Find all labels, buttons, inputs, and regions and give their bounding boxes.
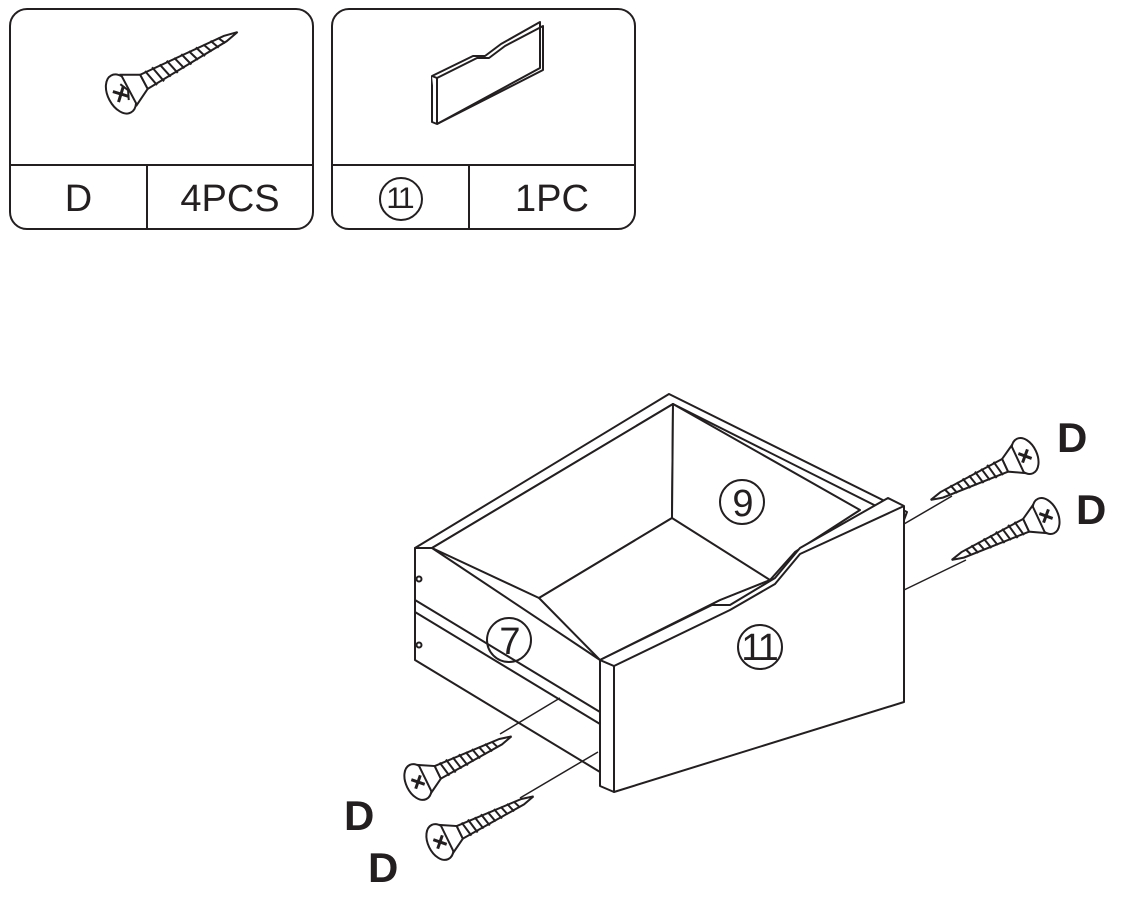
- front-panel-number: 11: [741, 627, 777, 669]
- screw-figure: [11, 10, 312, 166]
- screw-quantity: 4PCS: [180, 177, 280, 220]
- screw-left-lower-icon: [419, 777, 544, 866]
- panel-number-cell: 11: [333, 166, 470, 228]
- screw-code: D: [11, 166, 148, 228]
- side-panel-groove-lower: [414, 611, 601, 725]
- back-panel-number: 9: [732, 483, 752, 525]
- screw-icon: [104, 31, 239, 115]
- side-panel-groove: [414, 599, 601, 713]
- guide-line-left-upper: [499, 697, 561, 735]
- parts-card-panel: 11 1PC: [331, 8, 636, 230]
- guide-line-right-lower: [903, 559, 967, 591]
- side-panel-number-circle: [486, 617, 532, 663]
- side-panel-hole-upper: [415, 575, 423, 583]
- screw-label-right-lower: D: [1076, 486, 1106, 533]
- screw-label-left-lower: D: [368, 844, 398, 891]
- front-panel-number-circle: [737, 624, 783, 670]
- screw-right-upper-icon: [921, 432, 1046, 519]
- front-panel-face: [599, 497, 905, 793]
- guide-line-right-upper: [903, 495, 953, 525]
- panel-quantity: 1PC: [515, 177, 589, 220]
- back-panel-number-circle: [719, 479, 765, 525]
- front-panel-handle-cutout: [613, 505, 905, 667]
- screw-guide-lines: [499, 495, 967, 799]
- screw-right-lower-icon: [942, 492, 1067, 579]
- panel-info-row: 11 1PC: [333, 166, 634, 228]
- panel-number: 11: [378, 177, 423, 221]
- guide-line-left-lower: [519, 751, 599, 799]
- screw-label-left-upper: D: [344, 792, 374, 839]
- drawer-front-panel-icon: [431, 21, 544, 125]
- front-panel-edge: [599, 659, 615, 793]
- panel-figure: [333, 10, 634, 166]
- drawer-floor: [538, 517, 771, 661]
- side-panel-number: 7: [499, 621, 519, 663]
- screw-left-upper-icon: [397, 717, 522, 806]
- screw-info-row: D 4PCS: [11, 166, 312, 228]
- side-panel-hole-lower: [415, 641, 423, 649]
- parts-card-screw: D 4PCS: [9, 8, 314, 230]
- screw-label-right-upper: D: [1057, 414, 1087, 461]
- drawer-box: [414, 393, 908, 793]
